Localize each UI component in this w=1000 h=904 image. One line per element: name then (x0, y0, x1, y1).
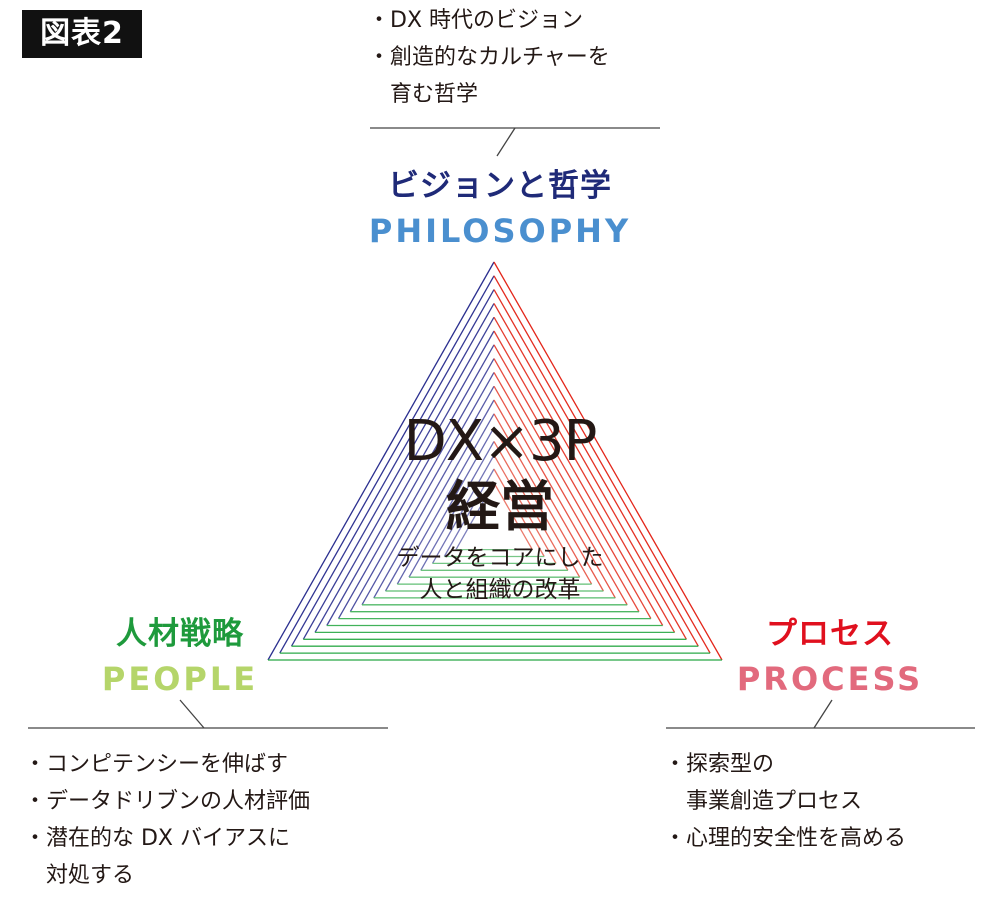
figure-label: 図表2 (22, 10, 142, 58)
bullet-item: ・潜在的な DX バイアスに (22, 820, 310, 857)
center-caption-2: 人と組織の改革 (419, 577, 581, 603)
triangle-rings (267, 261, 723, 661)
ring-left-side (384, 399, 495, 592)
process-title-jp: プロセス (766, 616, 894, 652)
bullet-dot: ・ (664, 752, 687, 777)
ring-right-side (493, 468, 545, 557)
ring-left-side (279, 275, 495, 654)
ring-left-side (302, 303, 495, 640)
ring-right-side (493, 344, 652, 619)
people-bullets: ・コンピテンシーを伸ばす ・データドリブンの人材評価 ・潜在的な DX バイアス… (22, 746, 310, 894)
bullet-text: 心理的安全性を高める (686, 826, 907, 851)
center-title: DX×3P (403, 409, 598, 474)
ring-right-side (493, 482, 533, 550)
bullet-dot: ・ (24, 752, 47, 777)
ring-left-side (431, 454, 495, 564)
bullet-text: 創造的なカルチャーを (390, 45, 610, 70)
ring-left-side (361, 372, 495, 606)
ring-right-side (493, 385, 616, 599)
ring-left-side (443, 468, 495, 557)
bullet-item: ・心理的安全性を高める (662, 820, 906, 857)
ring-left-side (408, 427, 495, 578)
center-caption-1: データをコアにした (396, 545, 604, 571)
bullet-item: ・探索型の (662, 746, 906, 783)
bullet-text: 探索型の (686, 752, 775, 777)
ring-right-side (493, 275, 711, 654)
ring-left-side (267, 261, 495, 661)
bullet-text: 育む哲学 (390, 82, 479, 107)
ring-left-side (290, 289, 495, 647)
center-text: DX×3P 経営 データをコアにした 人と組織の改革 (330, 410, 670, 606)
ring-right-side (493, 316, 676, 633)
ring-left-side (326, 330, 495, 626)
people-title-en: PEOPLE (101, 660, 259, 698)
process-bullets: ・探索型の 事業創造プロセス ・心理的安全性を高める (662, 746, 906, 857)
ring-right-side (493, 427, 581, 578)
ring-right-side (493, 454, 557, 564)
bullet-text: 対処する (46, 863, 135, 888)
left-connector (179, 699, 205, 729)
ring-right-side (493, 303, 687, 640)
bullet-text: 潜在的な DX バイアスに (46, 826, 290, 851)
bullet-item: 対処する (22, 857, 310, 894)
ring-left-side (420, 441, 495, 571)
process-title-en: PROCESS (736, 660, 924, 698)
bullet-text: コンピテンシーを伸ばす (46, 752, 289, 777)
ring-left-side (373, 385, 495, 599)
people-title-jp: 人材戦略 (116, 616, 244, 652)
bullet-dot: ・ (24, 826, 47, 851)
ring-right-side (493, 372, 628, 606)
ring-right-side (493, 358, 640, 613)
ring-right-side (493, 289, 699, 647)
bullet-text: DX 時代のビジョン (390, 8, 584, 33)
bullet-item: ・データドリブンの人材評価 (22, 783, 310, 820)
ring-left-side (396, 413, 495, 585)
ring-right-side (493, 441, 569, 571)
philosophy-bullets: ・DX 時代のビジョン ・創造的なカルチャーを 育む哲学 (366, 2, 610, 113)
ring-right-side (493, 399, 604, 592)
bullet-item: 育む哲学 (366, 76, 610, 113)
right-connector (813, 699, 833, 729)
bullet-item: ・創造的なカルチャーを (366, 39, 610, 76)
bullet-item: 事業創造プロセス (662, 783, 906, 820)
ring-left-side (337, 344, 495, 619)
ring-left-side (455, 482, 495, 550)
ring-right-side (493, 413, 593, 585)
bullet-item: ・コンピテンシーを伸ばす (22, 746, 310, 783)
philosophy-title-jp: ビジョンと哲学 (388, 168, 612, 204)
ring-left-side (349, 358, 495, 613)
ring-left-side (314, 316, 495, 633)
bullet-dot: ・ (368, 45, 391, 70)
ring-right-side (493, 261, 723, 661)
philosophy-title-en: PHILOSOPHY (368, 212, 632, 250)
top-connector (496, 127, 516, 157)
bullet-text: データドリブンの人材評価 (46, 789, 311, 814)
ring-right-side (493, 330, 664, 626)
bullet-dot: ・ (664, 826, 687, 851)
bullet-text: 事業創造プロセス (686, 789, 863, 814)
bullet-dot: ・ (368, 8, 391, 33)
bullet-item: ・DX 時代のビジョン (366, 2, 610, 39)
center-subtitle: 経営 (446, 475, 554, 538)
bullet-dot: ・ (24, 789, 47, 814)
